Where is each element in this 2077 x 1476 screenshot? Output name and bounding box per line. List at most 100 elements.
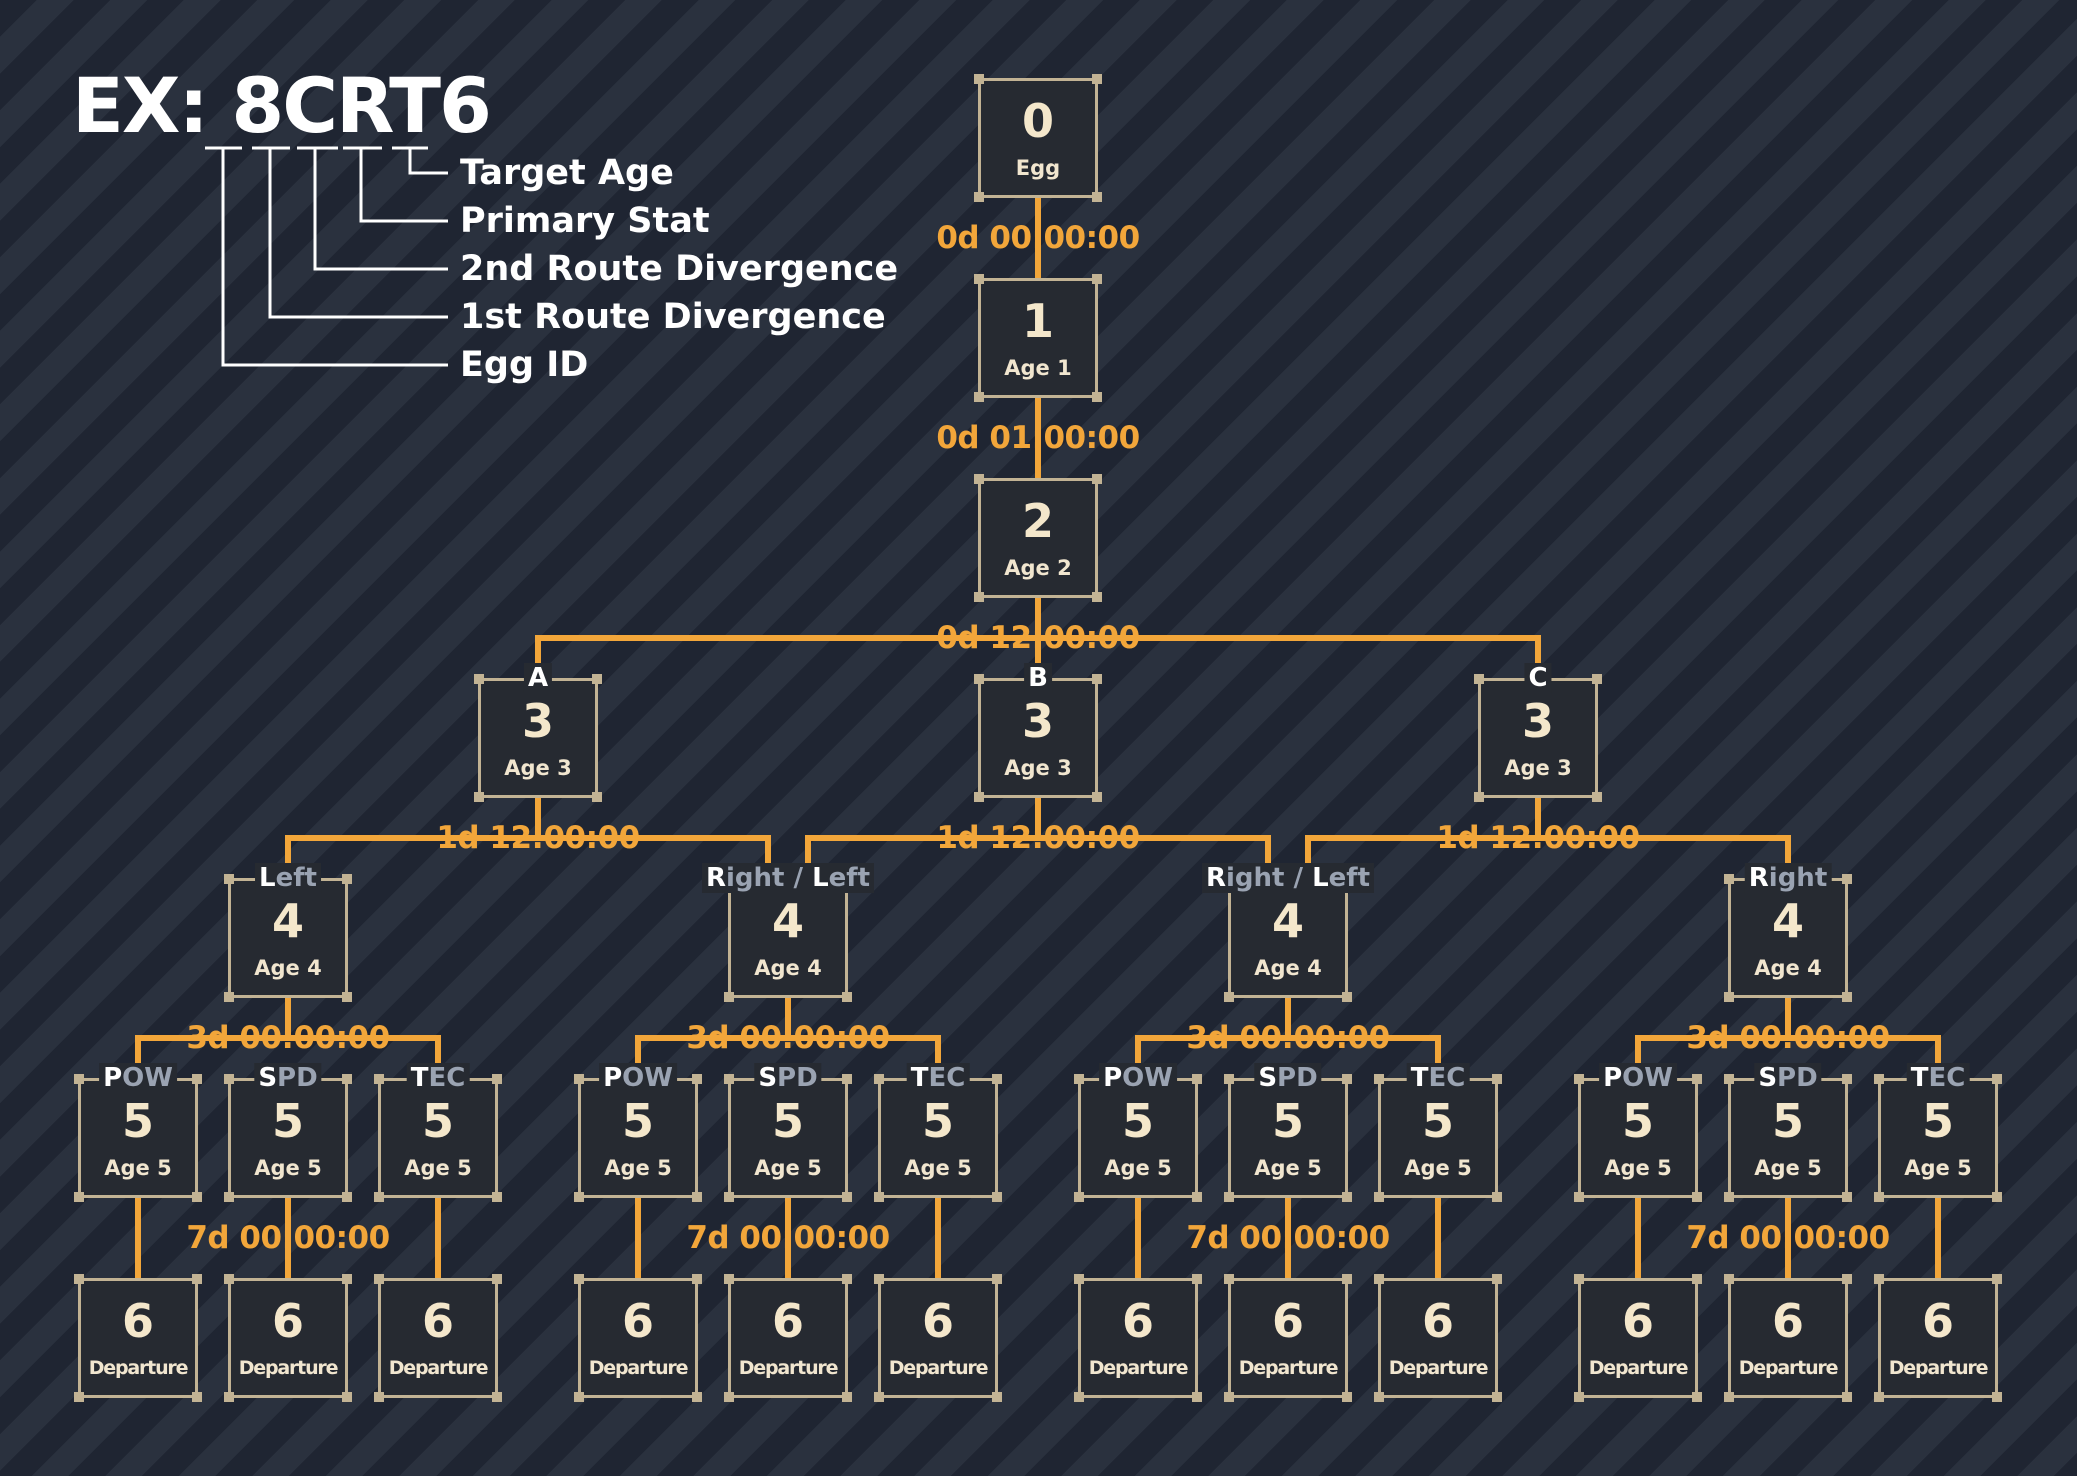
node-corner: [492, 1192, 502, 1202]
stage-number: 5: [1921, 1094, 1954, 1148]
branch-rest: EC: [428, 1063, 466, 1093]
branch-rest: eft: [828, 863, 871, 893]
branch-rest: eft: [1328, 863, 1371, 893]
stage-number: 5: [621, 1094, 654, 1148]
stage-number: 3: [1521, 694, 1554, 748]
legend-connector: [359, 148, 448, 223]
branch-key: C: [1528, 663, 1548, 693]
node-corner: [974, 674, 984, 684]
stage-number: 3: [521, 694, 554, 748]
stage-label: Egg: [1015, 156, 1061, 180]
stage-number: 4: [271, 894, 304, 948]
branch-key: R: [1205, 863, 1226, 893]
branch-rest: EC: [928, 1063, 966, 1093]
stage-number: 5: [1621, 1094, 1654, 1148]
node-corner: [724, 1074, 734, 1084]
node-corner: [1992, 1274, 2002, 1284]
stage-label: Age 3: [1504, 756, 1572, 780]
branch-key: S: [758, 1063, 778, 1093]
branch-separator: /: [784, 863, 813, 893]
stage-number: 5: [1271, 1094, 1304, 1148]
node-corner: [1342, 1274, 1352, 1284]
node-corner: [74, 1274, 84, 1284]
node-corner: [492, 1392, 502, 1402]
stage-label: Age 5: [1604, 1156, 1672, 1180]
node-corner: [1874, 1074, 1884, 1084]
node-corner: [874, 1274, 884, 1284]
stage-label: Departure: [1088, 1357, 1189, 1379]
branch-rest: EC: [1428, 1063, 1466, 1093]
stage-label: Age 5: [1904, 1156, 1972, 1180]
node-corner: [74, 1192, 84, 1202]
stage-number: 5: [271, 1094, 304, 1148]
node-corner: [574, 1192, 584, 1202]
node-corner: [342, 1392, 352, 1402]
stage-label: Departure: [888, 1357, 989, 1379]
branch-rest: OW: [122, 1063, 173, 1093]
example-code: EX: 8CRT6: [72, 66, 492, 146]
stage-label: Age 4: [1254, 956, 1322, 980]
stage-label: Age 5: [754, 1156, 822, 1180]
node-corner: [1574, 1074, 1584, 1084]
node-corner: [374, 1274, 384, 1284]
branch-label: A: [523, 663, 553, 693]
node-corner: [874, 1074, 884, 1084]
stage-label: Departure: [238, 1357, 339, 1379]
node-corner: [1492, 1192, 1502, 1202]
node-corner: [192, 1192, 202, 1202]
branch-label: Right / Left: [701, 863, 875, 893]
branch-key: L: [812, 863, 829, 893]
stage-label: Departure: [88, 1357, 189, 1379]
stage-number: 6: [1621, 1294, 1654, 1348]
node-corner: [224, 1192, 234, 1202]
node-corner: [74, 1074, 84, 1084]
branch-rest: OW: [622, 1063, 673, 1093]
node-corner: [574, 1074, 584, 1084]
node-corner: [374, 1192, 384, 1202]
node-corner: [224, 1392, 234, 1402]
stage-label: Age 5: [1254, 1156, 1322, 1180]
branch-rest: EC: [1928, 1063, 1966, 1093]
node-corner: [692, 1074, 702, 1084]
node-corner: [1342, 992, 1352, 1002]
node-corner: [1224, 1392, 1234, 1402]
branch-key: T: [910, 1063, 929, 1093]
node-corner: [842, 1074, 852, 1084]
node-corner: [1724, 874, 1734, 884]
stage-number: 0: [1021, 94, 1054, 148]
timer-3-4: 1d 12:00:00: [936, 820, 1140, 856]
bus-4-5: [1135, 1035, 1441, 1078]
timer-3-4: 1d 12:00:00: [436, 820, 640, 856]
branch-label: TEC: [1406, 1063, 1470, 1093]
node-corner: [474, 674, 484, 684]
node-corner: [1692, 1274, 1702, 1284]
stage-label: Age 5: [254, 1156, 322, 1180]
stage-number: 6: [271, 1294, 304, 1348]
example-prefix: EX:: [72, 61, 209, 150]
branch-label: SPD: [754, 1063, 822, 1093]
node-corner: [1992, 1074, 2002, 1084]
node-corner: [592, 674, 602, 684]
node-corner: [342, 1274, 352, 1284]
branch-label: POW: [99, 1063, 177, 1093]
node-corner: [1992, 1392, 2002, 1402]
stage-label: Age 4: [254, 956, 322, 980]
node-corner: [1092, 392, 1102, 402]
node-corner: [1224, 1074, 1234, 1084]
timer-5-6: 7d 00:00:00: [186, 1220, 390, 1256]
stage-number: 2: [1021, 494, 1054, 548]
branch-key: P: [603, 1063, 623, 1093]
branch-key: A: [527, 663, 549, 693]
node-corner: [1842, 1192, 1852, 1202]
node-corner: [374, 1392, 384, 1402]
stage-number: 5: [771, 1094, 804, 1148]
stage-label: Age 3: [1004, 756, 1072, 780]
